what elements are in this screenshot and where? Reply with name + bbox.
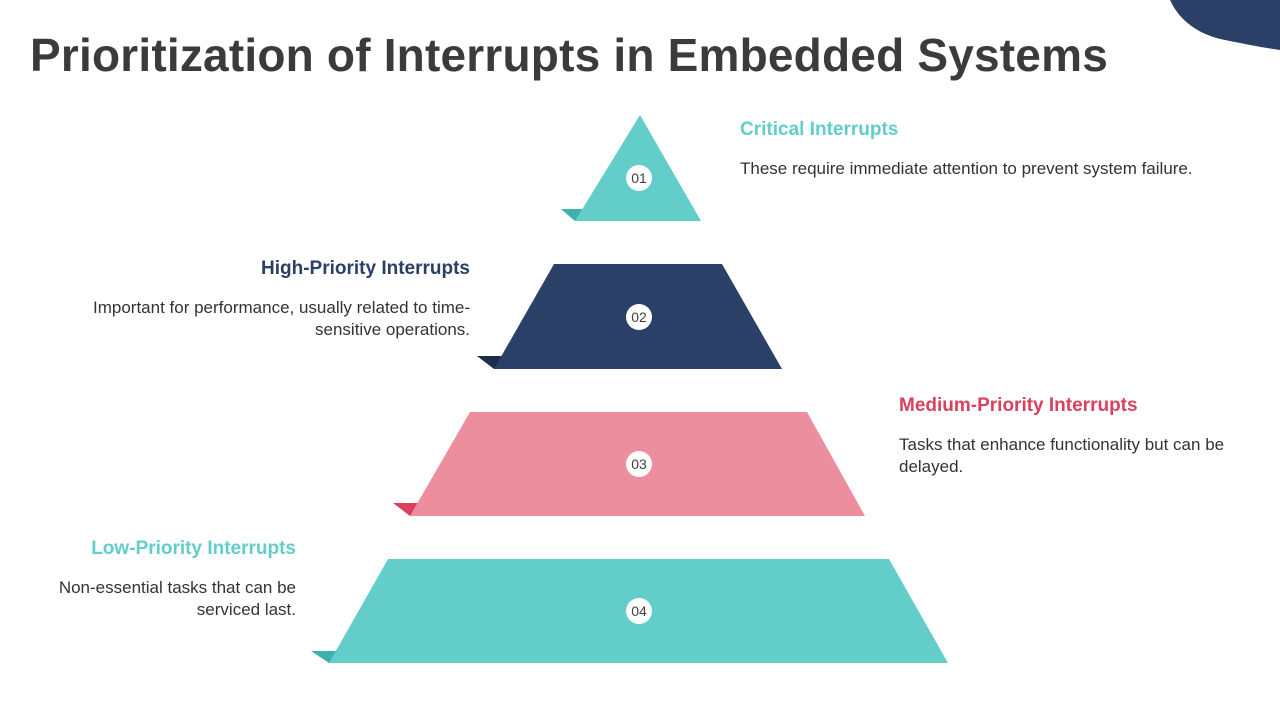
level-3-heading: Medium-Priority Interrupts xyxy=(899,395,1138,416)
level-4-number-badge: 04 xyxy=(626,598,652,624)
level-4-description: Non-essential tasks that can be serviced… xyxy=(58,578,296,619)
level-3-description: Tasks that enhance functionality but can… xyxy=(899,435,1225,476)
corner-decoration xyxy=(1170,0,1280,50)
page-title: Prioritization of Interrupts in Embedded… xyxy=(30,29,1108,81)
level-2-label: High-Priority Interrupts Important for p… xyxy=(40,258,470,341)
level-1-number-badge: 01 xyxy=(626,165,652,191)
level-3-number-badge: 03 xyxy=(626,451,652,477)
pyramid-level-2-fold xyxy=(477,356,504,369)
level-4-label: Low-Priority Interrupts Non-essential ta… xyxy=(20,538,296,621)
pyramid-level-3-fold xyxy=(393,503,420,516)
level-1-heading: Critical Interrupts xyxy=(740,119,899,140)
level-2-heading: High-Priority Interrupts xyxy=(260,258,470,279)
level-2-number-badge: 02 xyxy=(626,304,652,330)
level-2-description: Important for performance, usually relat… xyxy=(93,298,470,339)
level-3-label: Medium-Priority Interrupts Tasks that en… xyxy=(899,395,1244,478)
level-1-label: Critical Interrupts These require immedi… xyxy=(740,119,1260,180)
level-4-heading: Low-Priority Interrupts xyxy=(91,538,296,559)
pyramid-level-1-fold xyxy=(561,209,583,221)
level-1-description: These require immediate attention to pre… xyxy=(740,159,1193,178)
